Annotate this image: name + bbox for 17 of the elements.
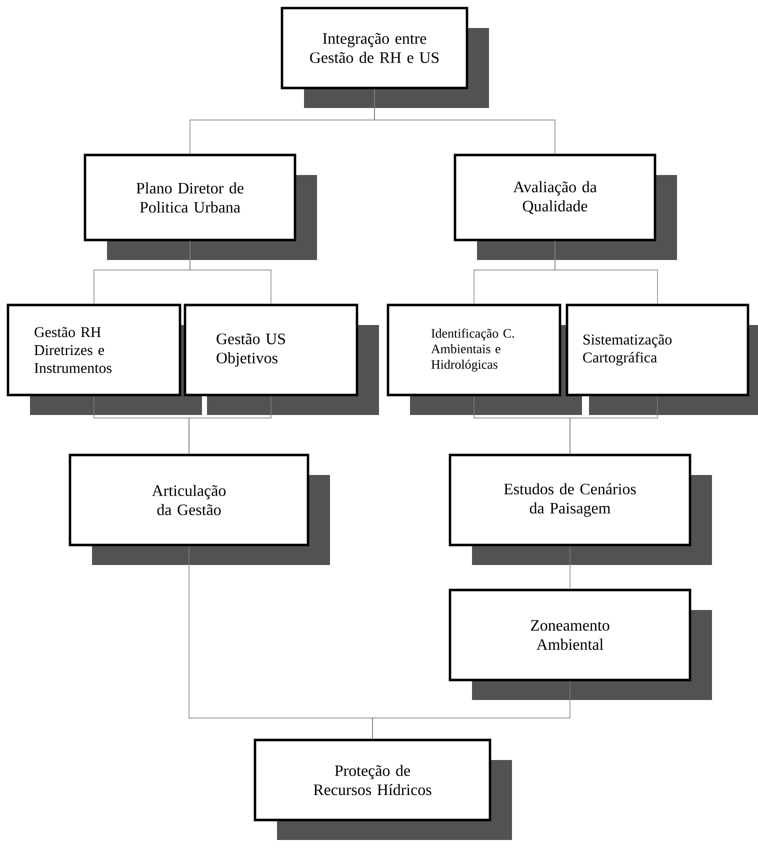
process-box: Proteção de Recursos Hídricos xyxy=(254,738,512,840)
process-box: Zoneamento Ambiental xyxy=(448,588,712,700)
process-box: Gestão US Objetivos xyxy=(184,304,379,415)
process-box: Gestão RH Diretrizes e Instrumentos xyxy=(6,304,202,415)
process-box: Plano Diretor de Politica Urbana xyxy=(84,154,317,260)
connector-line xyxy=(374,88,556,154)
process-box: Identificação C. Ambientais e Hidrológicas xyxy=(386,304,582,415)
connector-line xyxy=(554,240,658,304)
connector-line xyxy=(188,396,272,454)
process-box: Estudos de Cenários da Paisagem xyxy=(448,454,712,565)
process-box: Integração entre Gestão de RH e US xyxy=(280,6,489,108)
connector-line xyxy=(372,680,570,740)
connector-line xyxy=(190,240,272,304)
process-box: Sistematização Cartográfica xyxy=(566,304,758,415)
process-box: Avaliação da Qualidade xyxy=(454,154,677,260)
connector-line xyxy=(570,396,658,454)
process-box: Articulação da Gestão xyxy=(68,454,330,565)
